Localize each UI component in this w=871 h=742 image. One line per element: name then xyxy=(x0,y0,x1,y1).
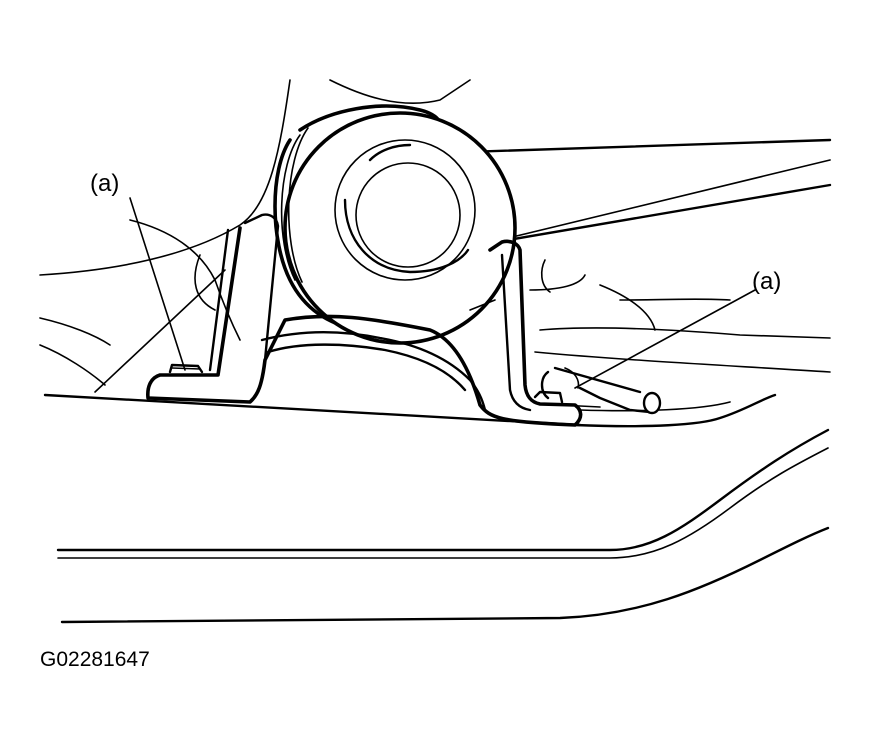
left-bolt xyxy=(168,363,204,374)
callout-label-right: (a) xyxy=(752,268,782,295)
lower-panel-contours xyxy=(56,428,830,624)
callout-label-left: (a) xyxy=(90,170,120,197)
mount-bracket xyxy=(146,213,583,427)
callout-leaders xyxy=(129,197,756,389)
right-bolt xyxy=(533,390,601,408)
floor-base xyxy=(43,393,777,428)
fuel-pipe xyxy=(540,366,662,415)
center-bearing-cushion xyxy=(273,104,517,345)
figure-code: G02281647 xyxy=(40,648,150,671)
body-panel-contours xyxy=(39,79,831,393)
